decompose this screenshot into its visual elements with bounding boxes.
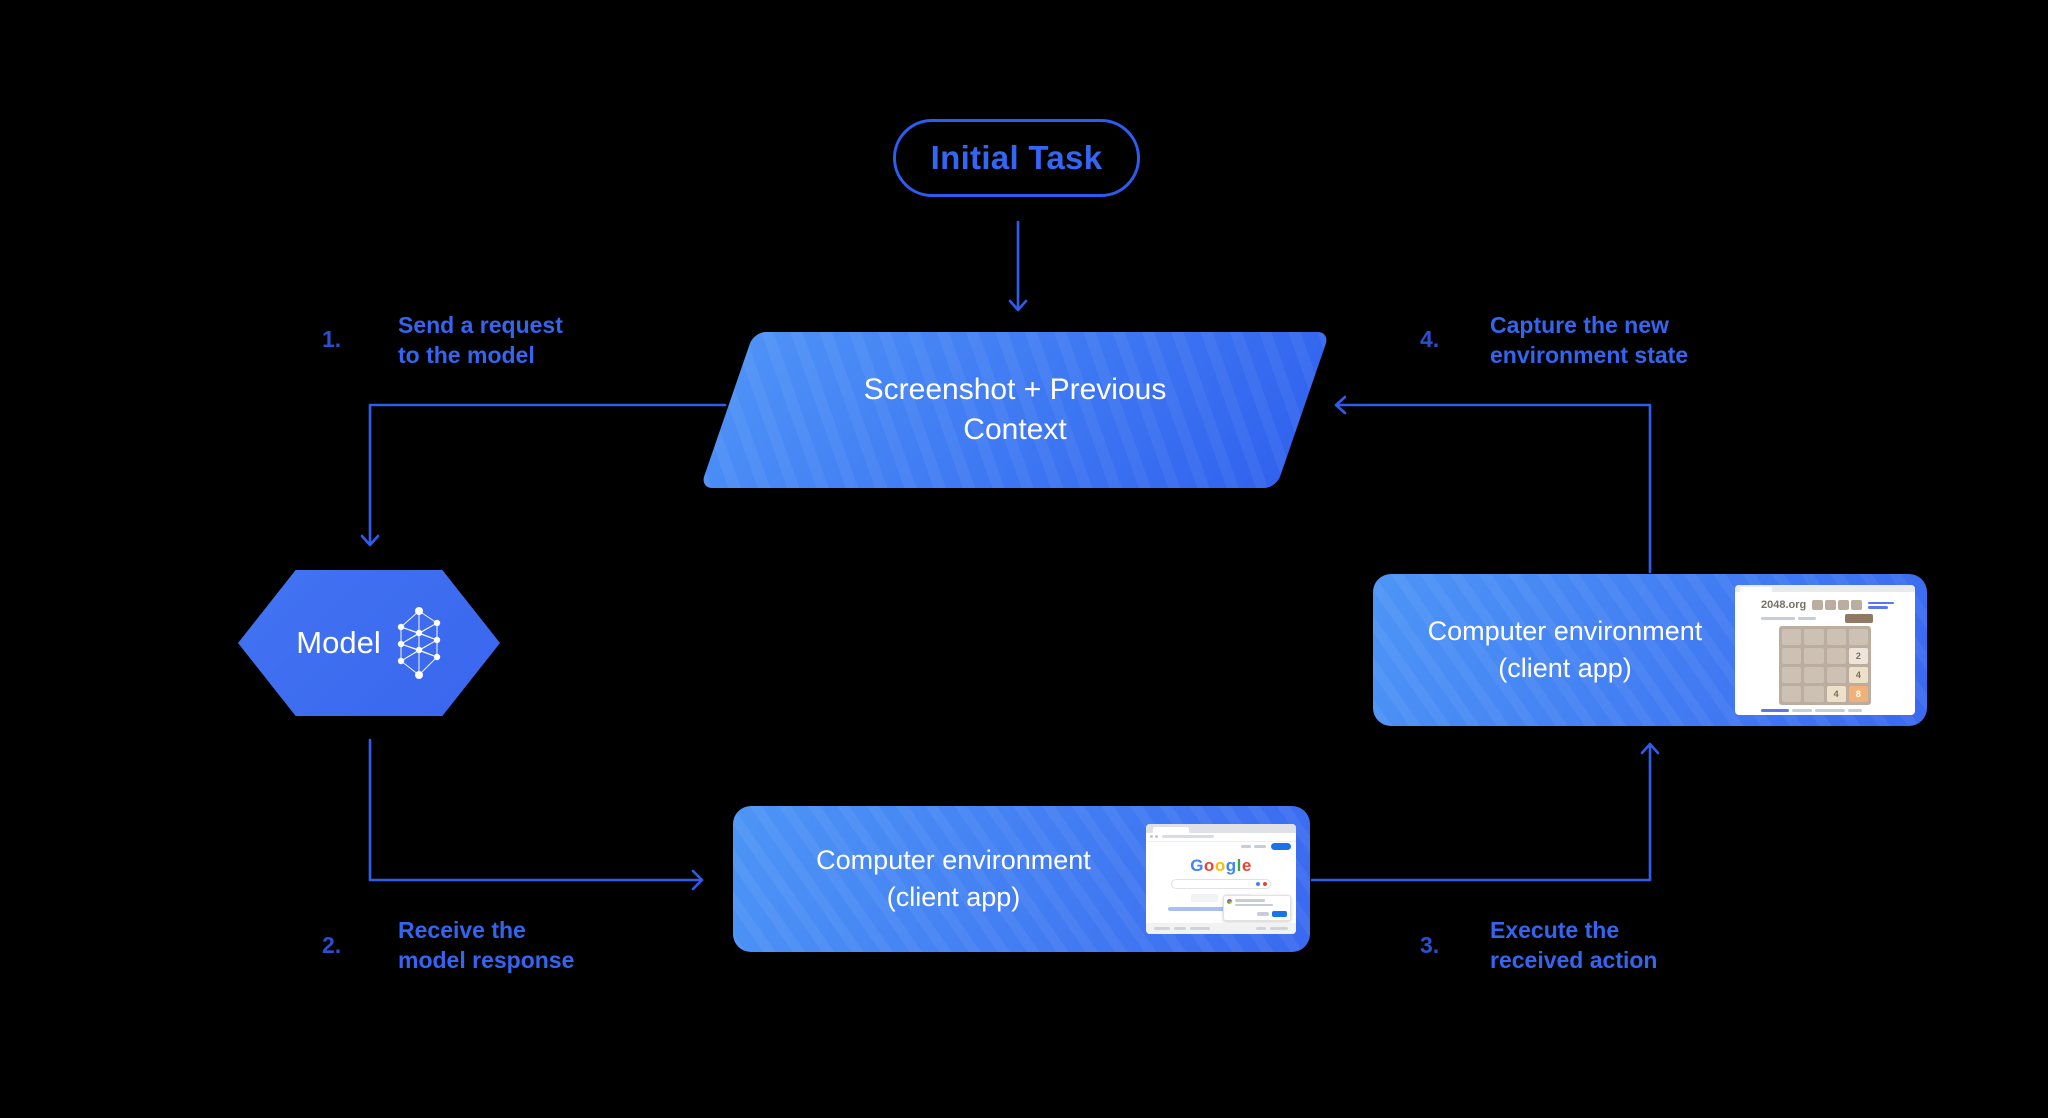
step-4-number: 4. bbox=[1420, 326, 1440, 352]
arrow-task-to-context bbox=[1008, 220, 1028, 312]
step-4-line1: Capture the new bbox=[1490, 312, 1669, 338]
tile-4: 4 bbox=[1826, 686, 1846, 702]
google-search-button bbox=[1191, 894, 1218, 902]
arrow-context-to-model bbox=[360, 403, 727, 547]
dialog-secondary-button bbox=[1257, 912, 1269, 916]
env-right-line2: (client app) bbox=[1498, 653, 1632, 683]
browser-chrome bbox=[1735, 585, 1915, 592]
step-3-label: Execute the received action bbox=[1490, 915, 1657, 975]
google-logo: Google bbox=[1190, 856, 1252, 875]
google-g-icon bbox=[1227, 899, 1232, 904]
2048-site-title: 2048.org bbox=[1761, 599, 1807, 611]
search-input bbox=[1171, 879, 1271, 889]
step-2-label: Receive the model response bbox=[398, 915, 574, 975]
score-boxes bbox=[1812, 600, 1863, 610]
tile-8: 8 bbox=[1848, 686, 1868, 702]
model-label: Model bbox=[296, 625, 381, 660]
screenshot-context-node: Screenshot + Previous Context bbox=[700, 332, 1330, 488]
step-1-line1: Send a request bbox=[398, 312, 563, 338]
step-3-line2: received action bbox=[1490, 947, 1658, 973]
step-1-number: 1. bbox=[322, 326, 342, 352]
env-bottom-line1: Computer environment bbox=[816, 845, 1091, 875]
model-node: Model bbox=[238, 570, 500, 716]
computer-environment-node-right: Computer environment (client app) 2048.o… bbox=[1373, 574, 1927, 726]
language-links bbox=[1168, 907, 1274, 911]
new-game-button bbox=[1845, 614, 1873, 623]
neural-network-icon bbox=[396, 607, 442, 679]
env-right-line1: Computer environment bbox=[1427, 616, 1703, 646]
step-2-line2: model response bbox=[398, 947, 575, 973]
step-2-number: 2. bbox=[322, 932, 342, 958]
screenshot-context-line1: Screenshot + Previous bbox=[863, 373, 1167, 406]
tile-4: 4 bbox=[1848, 667, 1868, 683]
initial-task-node: Initial Task bbox=[893, 119, 1140, 197]
how-to-play-text bbox=[1761, 709, 1889, 712]
step-2-line1: Receive the bbox=[398, 917, 526, 943]
google-footer bbox=[1146, 923, 1296, 934]
arrow-env-to-env bbox=[1310, 742, 1660, 882]
step-1-line2: to the model bbox=[398, 342, 535, 368]
2048-board: 2 4 4 8 bbox=[1779, 626, 1871, 705]
screenshot-context-line2: Context bbox=[963, 413, 1067, 446]
step-4-label: Capture the new environment state bbox=[1490, 310, 1688, 370]
arrow-env-to-context bbox=[1334, 395, 1652, 574]
header-links bbox=[1868, 601, 1895, 609]
tile-2: 2 bbox=[1848, 648, 1868, 664]
dialog-primary-button bbox=[1272, 911, 1287, 917]
step-4-line2: environment state bbox=[1490, 342, 1689, 368]
google-signin-dialog bbox=[1223, 895, 1291, 921]
step-1-label: Send a request to the model bbox=[398, 310, 563, 370]
sign-in-button bbox=[1271, 843, 1291, 850]
google-search-screenshot: Google bbox=[1146, 824, 1296, 934]
arrow-model-to-env bbox=[368, 738, 704, 891]
step-3-number: 3. bbox=[1420, 932, 1440, 958]
2048-game-screenshot: 2048.org 2 4 4 8 bbox=[1735, 585, 1915, 715]
initial-task-label: Initial Task bbox=[930, 139, 1103, 176]
step-3-line1: Execute the bbox=[1490, 917, 1620, 943]
browser-chrome bbox=[1146, 824, 1296, 833]
computer-environment-node-bottom: Computer environment (client app) Google bbox=[733, 806, 1310, 952]
env-bottom-line2: (client app) bbox=[886, 882, 1021, 912]
